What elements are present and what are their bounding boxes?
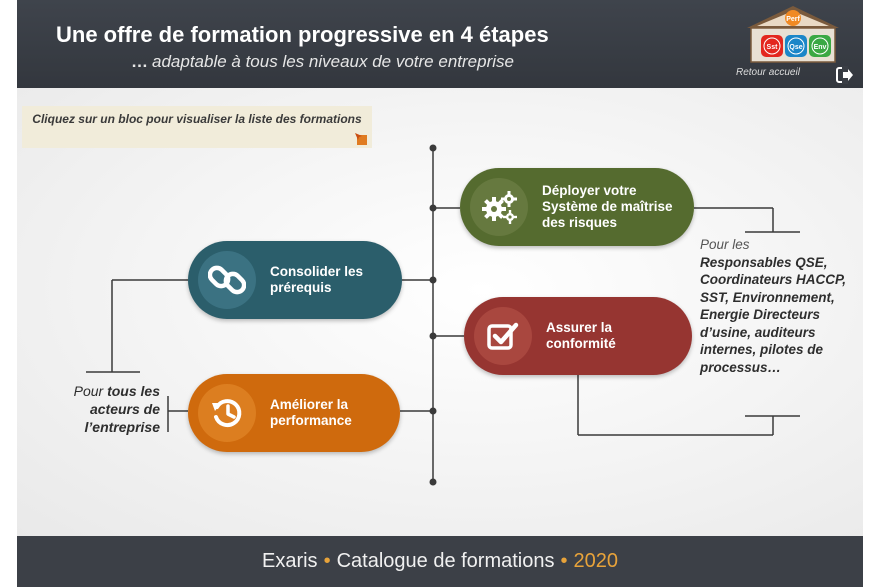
audience-left-lead: Pour	[73, 383, 108, 399]
footer-brand: Exaris	[261, 550, 318, 572]
timeline-dot	[429, 478, 437, 486]
cursor-click-icon	[355, 133, 367, 145]
block-label: Déployer votre Système de maîtrise des r…	[542, 183, 673, 230]
content-area	[17, 88, 863, 536]
block-label: Consolider les prérequis	[270, 264, 364, 295]
footer-separator: •	[560, 550, 568, 572]
block-assurer-conformite[interactable]: Assurer la conformité	[464, 297, 692, 375]
instruction-box: Cliquez sur un bloc pour visualiser la l…	[22, 106, 372, 148]
timeline-dot	[429, 276, 437, 284]
audience-right-lead: Pour les	[700, 237, 750, 252]
footer-bar: Exaris•Catalogue de formations•2020	[17, 536, 863, 587]
page-subtitle: …adaptable à tous les niveaux de votre e…	[131, 52, 514, 72]
page-title: Une offre de formation progressive en 4 …	[56, 22, 549, 47]
block-consolider-prerequis[interactable]: Consolider les prérequis	[188, 241, 402, 319]
footer-separator: •	[323, 550, 331, 572]
block-label: Assurer la conformité	[546, 320, 616, 351]
history-clock-icon	[212, 399, 242, 428]
footer-catalog: Catalogue de formations	[336, 550, 555, 572]
subtitle-text: adaptable à tous les niveaux de votre en…	[152, 52, 514, 71]
gears-icon	[482, 191, 517, 224]
pqse-logo[interactable]: Perf Sst Qse Env	[743, 4, 843, 64]
block-icon-circle	[474, 307, 532, 365]
logo-env-text: Env	[814, 44, 827, 51]
checkbox-icon	[487, 322, 519, 350]
logo-perf-text: Perf	[786, 16, 800, 23]
audience-all-staff: Pour tous les acteurs de l’entreprise	[60, 382, 160, 436]
subtitle-ellipsis: …	[131, 52, 148, 71]
audience-left-bold: tous les acteurs de l’entreprise	[84, 383, 160, 435]
logo-sst-text: Sst	[767, 44, 779, 51]
block-ameliorer-performance[interactable]: Améliorer la performance	[188, 374, 400, 452]
logo-qse-text: Qse	[789, 44, 802, 51]
footer-year: 2020	[573, 550, 619, 572]
audience-right-body: Responsables QSE, Coordinateurs HACCP, S…	[700, 254, 847, 375]
block-icon-circle	[470, 178, 528, 236]
block-deployer-systeme[interactable]: Déployer votre Système de maîtrise des r…	[460, 168, 694, 246]
timeline-dot	[429, 144, 437, 152]
block-icon-circle	[198, 251, 256, 309]
exit-door-icon[interactable]	[836, 66, 854, 84]
audience-managers: Pour les Responsables QSE, Coordinateurs…	[700, 236, 850, 376]
timeline-dot	[429, 407, 437, 415]
chain-link-icon	[208, 265, 246, 295]
block-label: Améliorer la performance	[270, 397, 352, 428]
header-bar	[17, 0, 863, 88]
timeline-dot	[429, 332, 437, 340]
timeline-dot	[429, 204, 437, 212]
home-link[interactable]: Retour accueil	[736, 67, 800, 78]
block-icon-circle	[198, 384, 256, 442]
